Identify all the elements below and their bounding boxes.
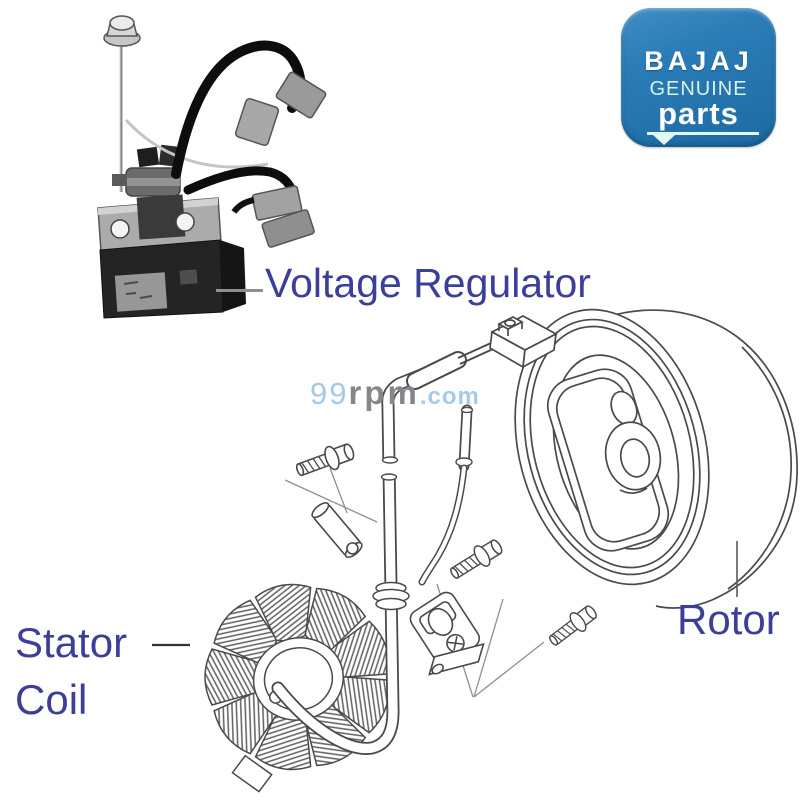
stator-coil-drawing: [204, 583, 390, 793]
mounting-bolt-b: [445, 534, 507, 585]
voltage-regulator-photo: [97, 15, 327, 319]
rotor-drawing: [514, 308, 798, 609]
wiring-tube: [271, 342, 494, 755]
voltage-regulator-leader-line: [216, 289, 263, 292]
watermark-mid: rpm: [348, 374, 420, 411]
bajaj-genuine-parts-logo: BAJAJ GENUINE parts: [621, 8, 776, 147]
stator-coil-label: Stator Coil: [15, 614, 127, 728]
regulator-mounting-bolt: [103, 15, 141, 192]
regulator-cables: [171, 40, 327, 248]
bajaj-logo-brand: BAJAJ: [644, 46, 753, 76]
voltage-regulator-label: Voltage Regulator: [265, 260, 591, 306]
spacer-pin: [311, 501, 363, 559]
magneto-assembly-drawing: [152, 308, 798, 793]
bajaj-logo-genuine: GENUINE: [649, 78, 748, 100]
bajaj-logo-arrow-icon: [653, 135, 675, 145]
grommet: [372, 581, 410, 611]
mounting-bolt-a: [292, 438, 358, 483]
wire-clamp: [409, 591, 485, 676]
bajaj-logo-parts: parts: [658, 96, 739, 131]
stator-coil-label-line1: Stator: [15, 619, 128, 666]
rotor-label: Rotor: [677, 596, 780, 643]
stator-coil-label-line2: Coil: [15, 676, 88, 723]
bajaj-logo-underline: [647, 132, 759, 135]
watermark-suffix: .com: [419, 383, 480, 410]
watermark-prefix: 99: [310, 376, 349, 411]
harness-connector: [489, 315, 558, 369]
secondary-tube: [418, 404, 474, 586]
mounting-bolt-c: [544, 600, 602, 652]
